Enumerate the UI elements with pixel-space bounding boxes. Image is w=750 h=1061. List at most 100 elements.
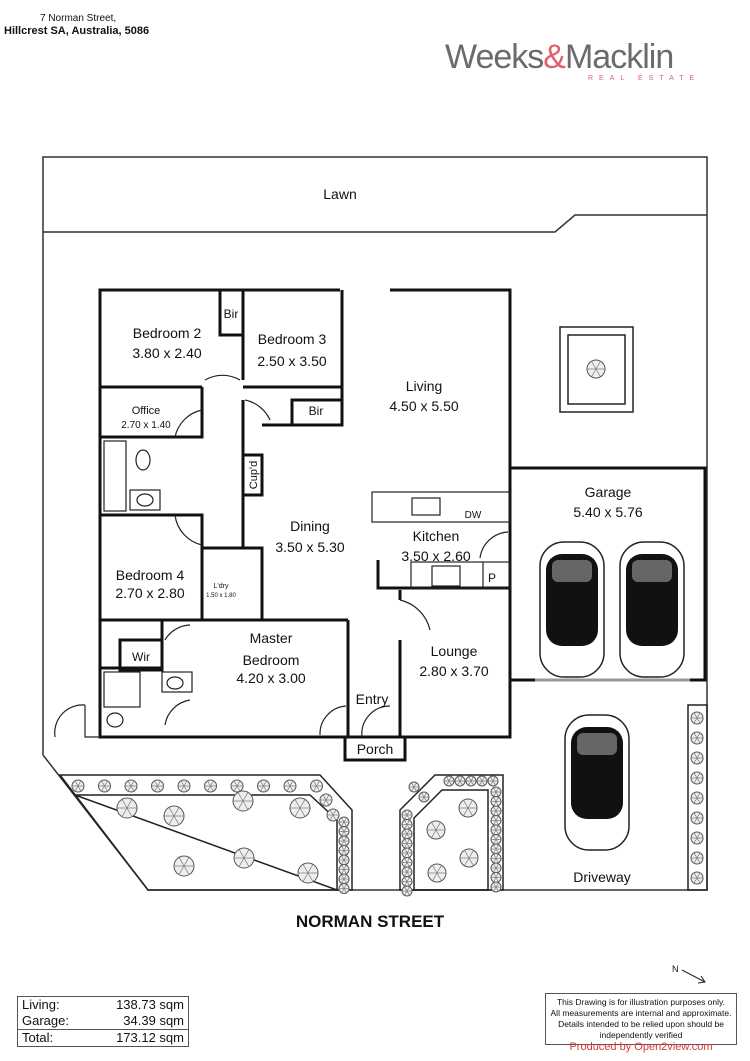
tree-icon	[297, 862, 319, 884]
bedroom3-dims: 2.50 x 3.50	[257, 353, 326, 369]
master-dims: 4.20 x 3.00	[236, 670, 305, 686]
office-dims: 2.70 x 1.40	[121, 420, 171, 431]
tree-icon	[401, 838, 413, 849]
wir-label: Wir	[132, 650, 150, 664]
garage-label: Garage	[585, 484, 632, 500]
tree-icon	[690, 831, 704, 845]
bir2-label: Bir	[309, 404, 324, 418]
north-label: N	[672, 964, 679, 974]
tree-icon	[690, 751, 704, 765]
pantry-label: P	[488, 571, 496, 585]
tree-icon	[490, 862, 502, 874]
tree-icon	[465, 775, 477, 787]
disclaimer-line: This Drawing is for illustration purpose…	[556, 997, 726, 1007]
street-label: NORMAN STREET	[296, 912, 445, 931]
north-arrow: N	[672, 964, 706, 984]
tree-icon	[490, 881, 502, 893]
tree-icon	[283, 779, 297, 793]
tree-icon	[177, 779, 191, 793]
total-area-label: Total:	[22, 1030, 54, 1045]
master-label-2: Bedroom	[243, 652, 300, 668]
dining-label: Dining	[290, 518, 330, 534]
tree-icon	[459, 848, 479, 868]
disclaimer-line: All measurements are internal and approx…	[550, 1008, 732, 1018]
lawn-label: Lawn	[323, 186, 356, 202]
tree-icon	[116, 797, 138, 819]
bedroom2-dims: 3.80 x 2.40	[132, 345, 201, 361]
tree-icon	[490, 872, 502, 883]
bir1-label: Bir	[224, 307, 239, 321]
tree-icon	[454, 775, 466, 787]
tree-icon	[71, 779, 85, 793]
bedroom4-dims: 2.70 x 2.80	[115, 585, 184, 601]
tree-icon	[690, 791, 704, 805]
address-line-2: Hillcrest SA, Australia, 5086	[4, 25, 150, 37]
tree-icon	[326, 808, 340, 822]
tree-icon	[401, 876, 413, 887]
trees	[71, 359, 704, 897]
tree-icon	[401, 847, 413, 859]
tree-icon	[401, 819, 413, 830]
tree-icon	[163, 805, 185, 827]
tree-icon	[310, 779, 323, 793]
tree-icon	[443, 775, 455, 787]
tree-icon	[690, 811, 704, 825]
tree-icon	[230, 779, 244, 793]
tree-icon	[690, 731, 704, 745]
kitchen-label: Kitchen	[413, 528, 460, 544]
tree-icon	[338, 854, 350, 866]
tree-icon	[690, 771, 704, 785]
laundry-label: L'dry	[214, 583, 229, 590]
address-line-1: 7 Norman Street,	[40, 13, 117, 24]
tree-icon	[490, 786, 502, 798]
tree-icon	[338, 864, 350, 875]
tree-icon	[458, 798, 478, 818]
bedroom4-label: Bedroom 4	[116, 567, 185, 583]
logo-subtitle: REAL ESTATE	[588, 75, 701, 82]
tree-icon	[490, 843, 502, 855]
tree-icon	[408, 781, 420, 793]
car-icon	[619, 541, 685, 678]
tree-icon	[338, 816, 350, 828]
tree-icon	[319, 793, 333, 807]
bedroom3-label: Bedroom 3	[258, 331, 327, 347]
entry-label: Entry	[356, 691, 389, 707]
tree-icon	[401, 857, 413, 868]
tree-icon	[401, 828, 413, 840]
tree-icon	[98, 779, 111, 793]
tree-icon	[487, 775, 499, 787]
tree-icon	[338, 883, 350, 894]
tree-icon	[418, 791, 430, 803]
tree-icon	[338, 845, 350, 856]
tree-icon	[490, 834, 502, 845]
living-area-label: Living:	[22, 997, 60, 1012]
cupd-label: Cup'd	[248, 461, 260, 489]
produced-by-link[interactable]: Produced by Open2view.com	[569, 1041, 713, 1053]
tree-icon	[690, 851, 704, 865]
garage-area-label: Garage:	[22, 1013, 69, 1028]
tree-icon	[690, 871, 704, 885]
tree-icon	[426, 820, 446, 840]
tree-icon	[401, 885, 413, 897]
tree-icon	[490, 796, 502, 807]
tree-icon	[490, 853, 502, 864]
tree-icon	[338, 826, 350, 837]
disclaimer-line: Details intended to be relied upon shoul…	[558, 1019, 724, 1029]
lounge-label: Lounge	[431, 643, 478, 659]
tree-icon	[490, 815, 502, 826]
tree-icon	[338, 873, 350, 885]
tree-icon	[257, 779, 270, 793]
tree-icon	[476, 775, 488, 787]
brand-logo: Weeks&Macklin	[445, 38, 674, 77]
garage-dims: 5.40 x 5.76	[573, 504, 642, 520]
tree-icon	[151, 779, 164, 793]
porch-label: Porch	[357, 741, 394, 757]
tree-icon	[586, 359, 606, 379]
logo-part2: Macklin	[564, 38, 674, 76]
lounge-dims: 2.80 x 3.70	[419, 663, 488, 679]
living-area-value: 138.73 sqm	[116, 997, 184, 1012]
tree-icon	[690, 711, 704, 725]
lawn-boundary	[43, 214, 707, 233]
